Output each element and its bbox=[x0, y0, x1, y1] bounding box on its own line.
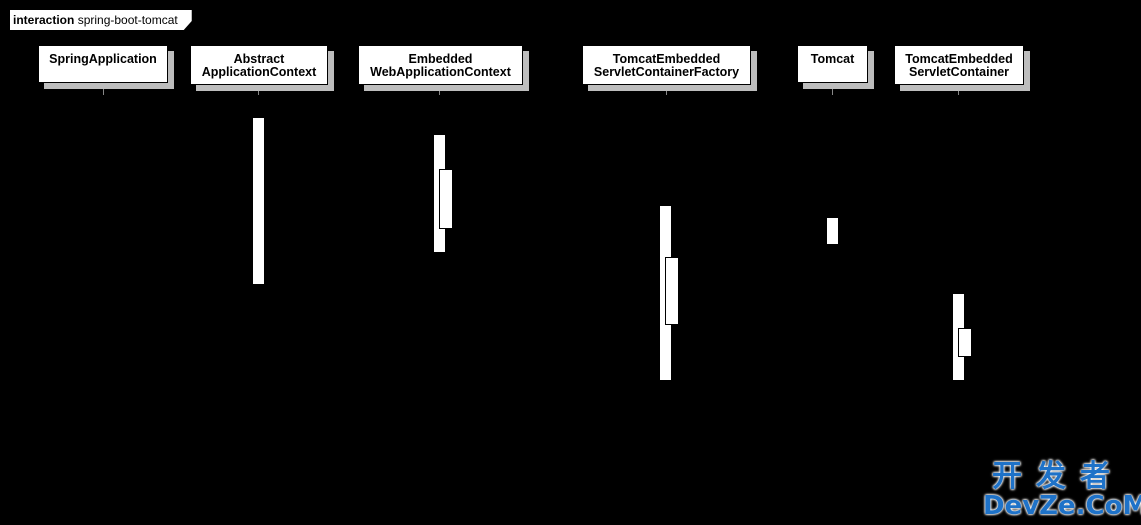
lifeline-label: TomcatEmbedded bbox=[612, 52, 721, 66]
lifeline-dashline bbox=[258, 91, 259, 95]
frame-title-tab: interaction spring-boot-tomcat bbox=[10, 10, 192, 30]
lifeline-head: Abstract ApplicationContext bbox=[190, 45, 328, 85]
lifeline-dashline bbox=[832, 89, 833, 95]
frame-name: spring-boot-tomcat bbox=[77, 13, 178, 27]
lifeline-dashline bbox=[958, 91, 959, 95]
lifeline-head: TomcatEmbedded ServletContainer bbox=[894, 45, 1024, 85]
activation-bar-servletcontainer-nested bbox=[958, 328, 972, 357]
watermark-cn-text: 开发者 bbox=[992, 459, 1124, 494]
watermark-en-text: DevZe.CoM bbox=[983, 491, 1141, 521]
lifeline-label-2: ServletContainerFactory bbox=[593, 65, 740, 79]
lifeline-dashline bbox=[666, 91, 667, 95]
lifeline-head: Tomcat bbox=[797, 45, 868, 83]
activation-bar-embeddedwebapplicationcontext-nested bbox=[439, 169, 453, 229]
site-watermark-logo: 开发者 DevZe.CoM bbox=[983, 459, 1141, 521]
lifeline-label: Tomcat bbox=[810, 52, 855, 66]
lifeline-dashline bbox=[439, 91, 440, 95]
lifeline-label: Abstract bbox=[233, 52, 285, 66]
lifeline-head: TomcatEmbedded ServletContainerFactory bbox=[582, 45, 751, 85]
lifeline-head: Embedded WebApplicationContext bbox=[358, 45, 523, 85]
lifeline-label: TomcatEmbedded bbox=[905, 52, 1013, 66]
activation-bar-factory-nested bbox=[665, 257, 679, 325]
lifeline-label-2: ApplicationContext bbox=[201, 65, 317, 79]
frame-keyword: interaction bbox=[13, 13, 75, 27]
lifeline-head: SpringApplication bbox=[38, 45, 168, 83]
activation-bar-tomcat bbox=[826, 217, 839, 245]
lifeline-dashline bbox=[103, 89, 104, 95]
lifeline-label-2: WebApplicationContext bbox=[370, 65, 511, 79]
lifeline-label: SpringApplication bbox=[49, 52, 157, 66]
activation-bar-abstractapplicationcontext bbox=[252, 117, 265, 285]
lifeline-label-2: ServletContainer bbox=[908, 65, 1010, 79]
lifeline-label: Embedded bbox=[408, 52, 473, 66]
